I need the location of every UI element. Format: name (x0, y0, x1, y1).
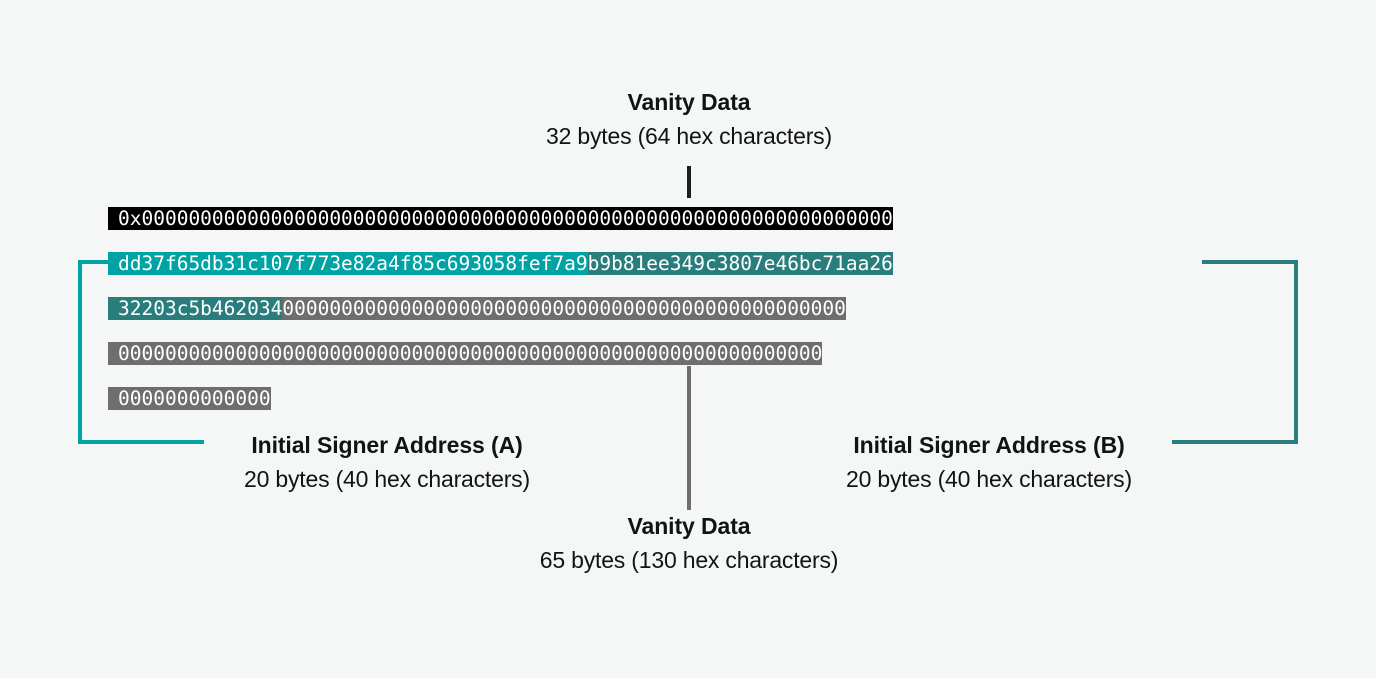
hex-segment-initial-signer-address-b-part1: b9b81ee349c3807e46bc71aa26 (587, 252, 893, 275)
hex-segment-vanity-padding: 0000000000000000000000000000000000000000… (282, 297, 846, 320)
initial-signer-address-b-label: Initial Signer Address (B) 20 bytes (40 … (739, 431, 1239, 494)
hex-row: dd37f65db31c107f773e82a4f85c693058fef7a9… (108, 241, 1268, 286)
hex-row: 32203c5b46203400000000000000000000000000… (108, 286, 1268, 331)
initial-signer-address-a-label: Initial Signer Address (A) 20 bytes (40 … (137, 431, 637, 494)
hex-segment-initial-signer-address-b-part2: 32203c5b462034 (108, 297, 283, 320)
vanity-data-bottom-connector-line (687, 366, 691, 510)
initial-signer-address-b-title: Initial Signer Address (B) (853, 432, 1125, 458)
hex-row: 0000000000000 (108, 376, 1268, 421)
hex-row: 0x00000000000000000000000000000000000000… (108, 196, 1268, 241)
hex-segment-vanity-prefix: 0x00000000000000000000000000000000000000… (108, 207, 893, 230)
bracket-address-a-bottom-arm (78, 440, 204, 444)
hex-row: 0000000000000000000000000000000000000000… (108, 331, 1268, 376)
bracket-address-b (1172, 260, 1298, 444)
hex-segment-vanity-padding: 0000000000000 (108, 387, 271, 410)
vanity-data-top-connector-line (687, 166, 691, 198)
vanity-data-top-title: Vanity Data (627, 89, 751, 115)
hex-data-block: 0x00000000000000000000000000000000000000… (108, 196, 1268, 421)
vanity-data-bottom-title: Vanity Data (627, 513, 751, 539)
vanity-data-top-detail: 32 bytes (64 hex characters) (546, 123, 832, 149)
vanity-data-top-label: Vanity Data 32 bytes (64 hex characters) (439, 88, 939, 151)
bracket-address-a-vertical (78, 260, 82, 444)
bracket-address-a (78, 260, 204, 444)
hex-segment-vanity-padding: 0000000000000000000000000000000000000000… (108, 342, 823, 365)
bracket-address-b-vertical (1294, 260, 1298, 444)
initial-signer-address-b-detail: 20 bytes (40 hex characters) (846, 466, 1132, 492)
bracket-address-b-top-arm (1202, 260, 1298, 264)
initial-signer-address-a-detail: 20 bytes (40 hex characters) (244, 466, 530, 492)
hex-segment-initial-signer-address-a: dd37f65db31c107f773e82a4f85c693058fef7a9 (108, 252, 588, 275)
vanity-data-bottom-detail: 65 bytes (130 hex characters) (539, 547, 839, 573)
initial-signer-address-a-title: Initial Signer Address (A) (251, 432, 523, 458)
vanity-data-bottom-label: Vanity Data 65 bytes (130 hex characters… (439, 512, 939, 575)
bracket-address-a-top-arm (78, 260, 124, 264)
bracket-address-b-bottom-arm (1172, 440, 1298, 444)
